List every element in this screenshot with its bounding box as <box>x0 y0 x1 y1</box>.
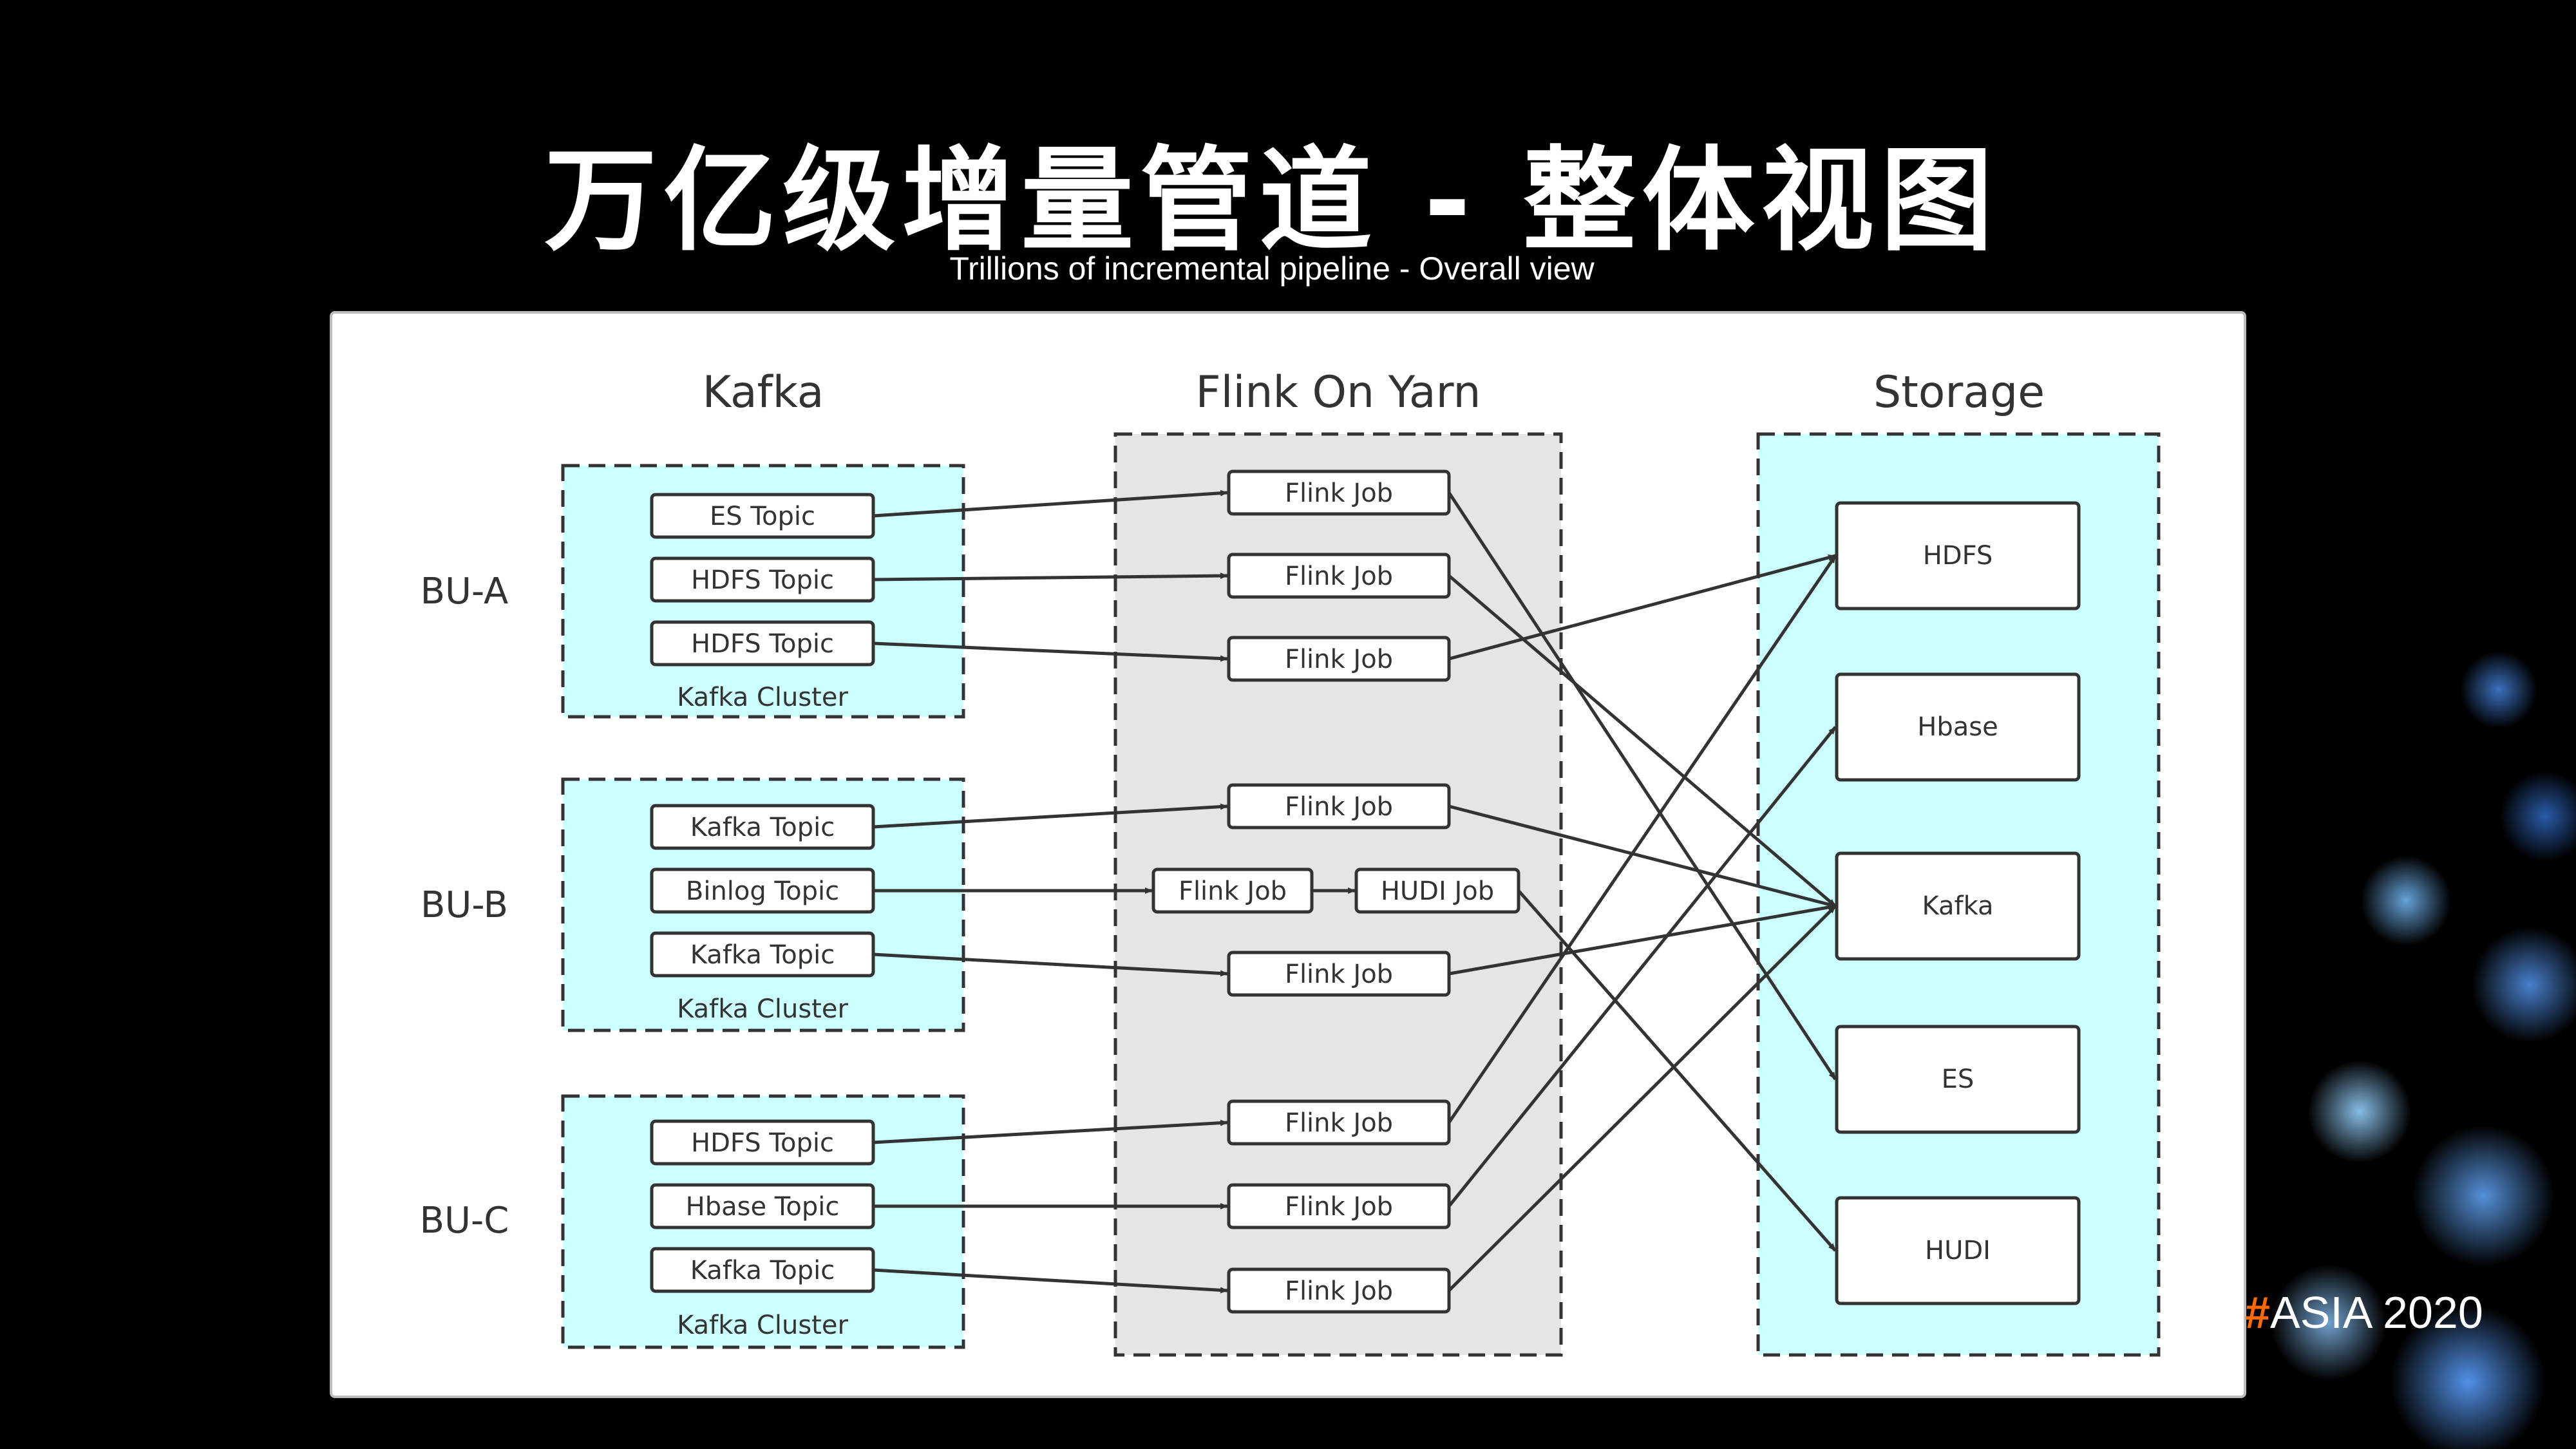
arrow <box>1448 554 1836 661</box>
storage-kafka-box[interactable] <box>1835 851 2081 961</box>
kafka-column-heading: Kafka <box>703 367 824 418</box>
topic-label: HDFS Topic <box>691 629 834 659</box>
slide-title: 万亿级增量管道 - 整体视图 <box>544 136 2000 267</box>
arrow <box>1448 726 1837 1208</box>
flink-job-label: Flink Job <box>1285 562 1393 591</box>
flink-column-heading: Flink On Yarn <box>1196 367 1481 418</box>
arrow <box>873 1119 1228 1144</box>
arrow <box>1448 804 1836 908</box>
asia-2020-tag: #ASIA 2020 <box>2245 1287 2483 1338</box>
storage-hudi-label: HUDI <box>1925 1236 1991 1265</box>
flink-job-label: Flink Job <box>1285 645 1393 674</box>
bu-b-label: BU-B <box>421 884 508 926</box>
arrow <box>873 1268 1228 1294</box>
flink-job-label: Flink Job <box>1285 792 1393 822</box>
diagram-panel: Kafka Flink On Yarn Storage BU-A ES Topi… <box>330 311 2246 1398</box>
flink-job-label: Flink Job <box>1285 478 1393 508</box>
arrow-group-jobs-to-storage <box>1447 491 1837 1292</box>
arrow <box>1448 904 1836 976</box>
bu-c-label: BU-C <box>420 1200 509 1242</box>
topic-label: ES Topic <box>710 502 815 531</box>
kafka-cluster-label: Kafka Cluster <box>677 1311 848 1340</box>
arrow <box>873 573 1228 582</box>
storage-es-box[interactable] <box>1835 1025 2081 1134</box>
storage-hbase-box[interactable] <box>1835 672 2081 782</box>
arrow <box>1447 491 1837 1081</box>
storage-hbase-label: Hbase <box>1917 712 1998 742</box>
topic-label: Binlog Topic <box>686 876 839 906</box>
arrow <box>873 489 1228 518</box>
kafka-cluster-label: Kafka Cluster <box>677 994 848 1024</box>
storage-hudi-box[interactable] <box>1835 1196 2081 1305</box>
bu-a-label: BU-A <box>421 571 509 612</box>
decorative-cubes-background <box>2267 605 2576 1449</box>
topic-label: Hbase Topic <box>686 1192 840 1222</box>
flink-job-label: Flink Job <box>1285 1108 1393 1138</box>
storage-column-heading: Storage <box>1873 367 2045 418</box>
arrow <box>873 641 1228 662</box>
arrow-group-topics-to-jobs <box>873 489 1356 1294</box>
storage-es-label: ES <box>1942 1065 1975 1094</box>
arrow <box>1448 905 1837 1292</box>
topic-label: Kafka Topic <box>690 940 835 970</box>
topic-label: Kafka Topic <box>690 813 835 842</box>
arrow <box>1448 574 1837 907</box>
flink-job-label: Flink Job <box>1285 960 1393 989</box>
topic-label: HDFS Topic <box>691 1128 834 1158</box>
storage-hdfs-label: HDFS <box>1923 541 1993 571</box>
hash-symbol: # <box>2245 1287 2270 1338</box>
flink-job-label: Flink Job <box>1285 1276 1393 1306</box>
storage-kafka-label: Kafka <box>1922 891 1993 921</box>
asia-2020-text: ASIA 2020 <box>2269 1287 2483 1338</box>
binlog-flink-job-label: Flink Job <box>1179 876 1287 906</box>
slide-subtitle: Trillions of incremental pipeline - Over… <box>949 251 1595 287</box>
topic-label: Kafka Topic <box>690 1256 835 1285</box>
arrow <box>873 952 1228 977</box>
arrow <box>1517 889 1837 1252</box>
pipeline-diagram: Kafka Flink On Yarn Storage BU-A ES Topi… <box>420 367 2161 1357</box>
kafka-cluster-label: Kafka Cluster <box>677 683 848 712</box>
hudi-job-label: HUDI Job <box>1381 876 1494 906</box>
topic-label: HDFS Topic <box>691 565 834 595</box>
storage-hdfs-box[interactable] <box>1835 501 2081 611</box>
arrow <box>1447 554 1837 1124</box>
flink-job-label: Flink Job <box>1285 1192 1393 1222</box>
arrow <box>873 803 1228 829</box>
flink-job-box[interactable] <box>1227 951 1451 997</box>
